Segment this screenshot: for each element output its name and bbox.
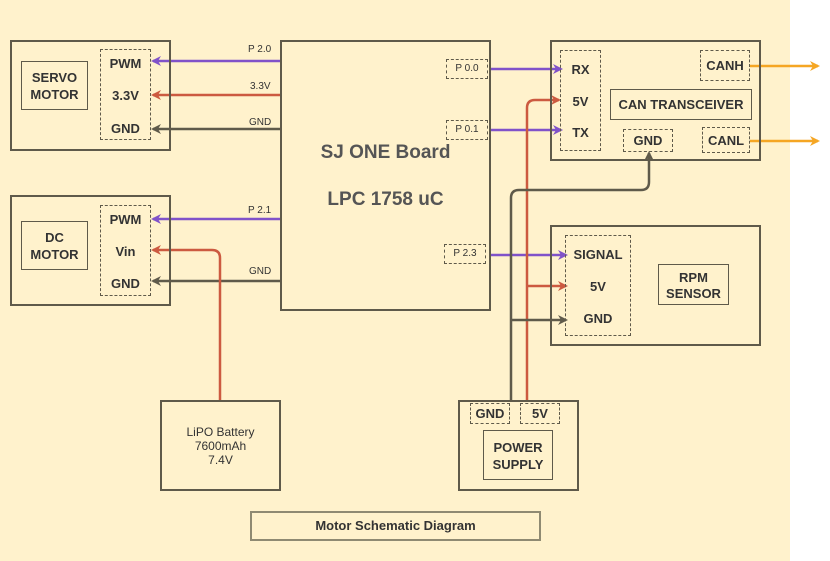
battery-line1: LiPO Battery bbox=[186, 425, 255, 439]
dc-pin-gnd: GND bbox=[111, 276, 140, 291]
label-p00-box bbox=[446, 59, 488, 79]
power-supply-block bbox=[458, 400, 579, 491]
psu-5v-box bbox=[520, 403, 560, 424]
can-pins-box bbox=[560, 50, 601, 151]
rpm-pin-gnd: GND bbox=[583, 311, 613, 326]
dc-label-line1: DC bbox=[45, 230, 64, 245]
wire-dc-vin bbox=[151, 245, 222, 400]
psu-label-line2: SUPPLY bbox=[492, 457, 544, 472]
dc-pin-pwm: PWM bbox=[109, 212, 142, 227]
dc-motor-block bbox=[10, 195, 171, 306]
label-p21: P 2.1 bbox=[248, 205, 272, 216]
can-pin-5v: 5V bbox=[572, 94, 589, 109]
can-pin-tx: TX bbox=[572, 125, 589, 140]
label-p01: P 0.1 bbox=[455, 124, 479, 135]
label-gnd-servo: GND bbox=[249, 117, 272, 128]
rpm-pin-signal: SIGNAL bbox=[573, 247, 623, 262]
rpm-pin-5v: 5V bbox=[590, 279, 606, 294]
rpm-label-line1: RPM bbox=[679, 270, 708, 285]
can-label: CAN TRANSCEIVER bbox=[618, 97, 744, 112]
psu-gnd: GND bbox=[475, 406, 505, 421]
psu-5v: 5V bbox=[532, 406, 548, 421]
can-transceiver-block bbox=[550, 40, 761, 161]
servo-motor-label-box bbox=[21, 61, 88, 110]
battery-line3: 7.4V bbox=[208, 453, 233, 467]
servo-pin-3v3: 3.3V bbox=[112, 88, 139, 103]
psu-label-box bbox=[483, 430, 553, 480]
diagram-title: Motor Schematic Diagram bbox=[315, 518, 476, 533]
can-pin-rx: RX bbox=[571, 62, 590, 77]
battery-line2: 7600mAh bbox=[194, 439, 247, 453]
dc-motor-label-box bbox=[21, 221, 88, 270]
label-3v3: 3.3V bbox=[250, 81, 271, 92]
rpm-pins-box bbox=[565, 235, 631, 336]
board-title: SJ ONE Board bbox=[320, 142, 451, 163]
label-p01-box bbox=[446, 120, 488, 140]
label-p23: P 2.3 bbox=[453, 248, 477, 259]
lipo-battery-block bbox=[160, 400, 281, 491]
label-p00: P 0.0 bbox=[455, 63, 479, 74]
can-canl-box bbox=[702, 127, 750, 153]
dc-pins-box bbox=[100, 205, 151, 296]
rpm-label-line2: SENSOR bbox=[666, 286, 721, 301]
dc-label-line2: MOTOR bbox=[30, 247, 79, 262]
psu-label-line1: POWER bbox=[493, 440, 543, 455]
label-p20: P 2.0 bbox=[248, 44, 272, 55]
can-canh-box bbox=[700, 50, 750, 81]
can-label-box bbox=[610, 89, 752, 120]
dc-pin-vin: Vin bbox=[115, 244, 136, 259]
can-canl: CANL bbox=[707, 133, 745, 148]
can-gnd: GND bbox=[633, 133, 663, 148]
board-subtitle: LPC 1758 uC bbox=[327, 189, 444, 210]
label-p23-box bbox=[444, 244, 486, 264]
servo-motor-block bbox=[10, 40, 171, 151]
servo-label-line1: SERVO bbox=[31, 70, 78, 85]
servo-label-line2: MOTOR bbox=[30, 87, 79, 102]
servo-pin-pwm: PWM bbox=[109, 56, 142, 71]
can-canh: CANH bbox=[706, 58, 744, 73]
servo-pin-gnd: GND bbox=[111, 121, 140, 136]
diagram-title-box bbox=[250, 511, 541, 541]
psu-gnd-box bbox=[470, 403, 510, 424]
wire-psu-gnd-can bbox=[509, 151, 654, 400]
wire-psu-5v-can bbox=[525, 95, 561, 400]
can-gnd-box bbox=[623, 129, 673, 152]
rpm-label-box bbox=[658, 264, 729, 305]
sj-one-board bbox=[280, 40, 491, 311]
rpm-sensor-block bbox=[550, 225, 761, 346]
label-gnd-dc: GND bbox=[249, 266, 272, 277]
servo-pins-box bbox=[100, 49, 151, 140]
